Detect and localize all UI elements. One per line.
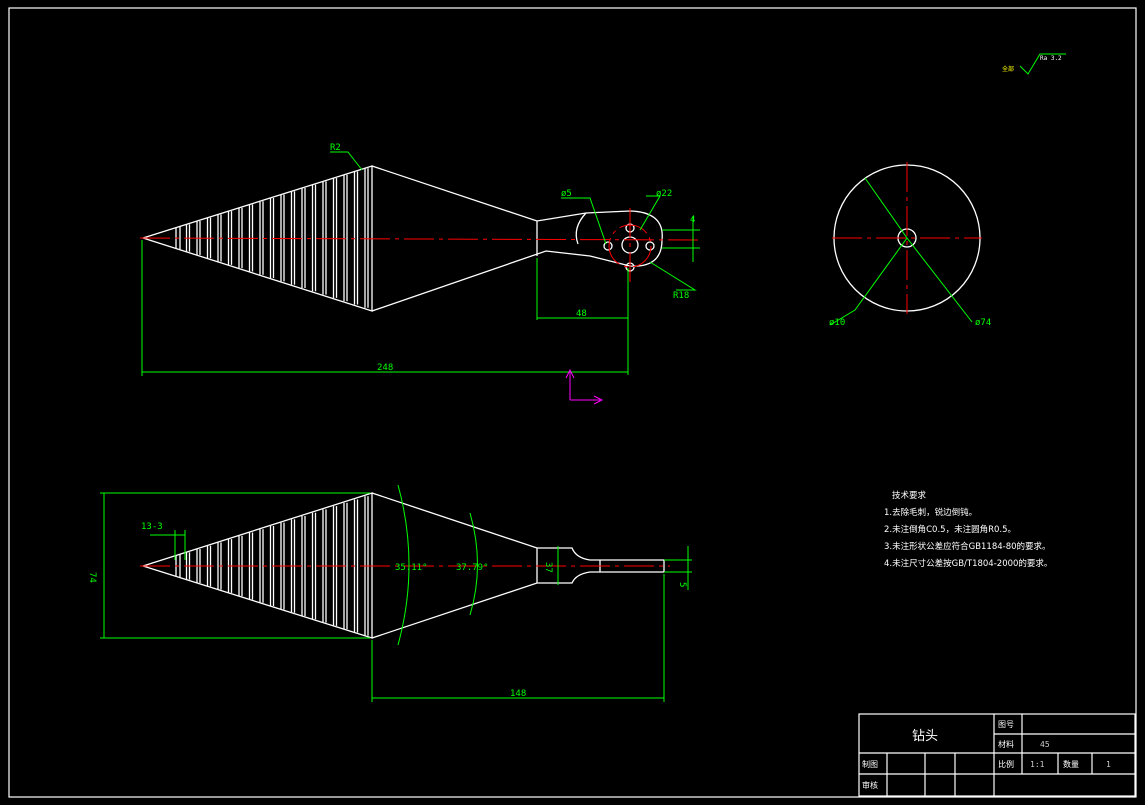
drawing-border bbox=[8, 7, 1137, 798]
part-name: 钻头 bbox=[912, 729, 938, 744]
dim-13-3: 13-3 bbox=[141, 522, 163, 532]
side-dimensions bbox=[829, 177, 973, 326]
dim-r18: R18 bbox=[673, 291, 689, 301]
dim-48: 48 bbox=[576, 309, 587, 319]
quantity-value: 1 bbox=[1106, 760, 1111, 769]
notes-title: 技术要求 bbox=[892, 491, 927, 501]
title-block-texts: 钻头 图号 材料 45 比例 1:1 数量 1 制图 审核 bbox=[862, 720, 1111, 790]
dim-37: 37 bbox=[543, 562, 553, 573]
dim-d74: ø74 bbox=[975, 318, 991, 328]
note-item: 2.未注倒角C0.5，未注圆角R0.5。 bbox=[884, 525, 1016, 535]
dim-angle1: 35.11° bbox=[395, 563, 428, 573]
dim-148: 148 bbox=[510, 689, 526, 699]
note-item: 3.未注形状公差应符合GB1184-80的要求。 bbox=[884, 542, 1051, 552]
finish-value: Ra 3.2 bbox=[1040, 55, 1062, 62]
surface-finish-symbol: 全部 Ra 3.2 bbox=[1002, 53, 1066, 75]
front-dimensions bbox=[141, 151, 700, 376]
scale-value: 1:1 bbox=[1030, 760, 1045, 769]
side-centerlines bbox=[832, 162, 982, 314]
dim-5: 5 bbox=[677, 582, 687, 587]
note-item: 1.去除毛刺，锐边倒钝。 bbox=[884, 508, 978, 518]
drawing-no-label: 图号 bbox=[998, 720, 1014, 729]
material-label: 材料 bbox=[998, 739, 1014, 749]
drawn-label: 制图 bbox=[862, 759, 878, 769]
ucs-icon bbox=[565, 368, 604, 405]
dim-r2: R2 bbox=[330, 143, 341, 153]
scale-label: 比例 bbox=[998, 759, 1014, 769]
bolt-hole-right bbox=[645, 241, 655, 251]
dim-d5: ø5 bbox=[561, 189, 572, 199]
dim-248: 248 bbox=[377, 363, 393, 373]
dim-74: 74 bbox=[87, 572, 97, 583]
quantity-label: 数量 bbox=[1063, 759, 1079, 769]
material-value: 45 bbox=[1040, 740, 1050, 749]
finish-label: 全部 bbox=[1002, 65, 1014, 73]
front-centerlines bbox=[139, 208, 701, 282]
note-item: 4.未注尺寸公差按GB/T1804-2000的要求。 bbox=[884, 559, 1053, 569]
dim-angle2: 37.79° bbox=[456, 563, 489, 573]
checked-label: 审核 bbox=[862, 780, 878, 790]
dim-4: 4 bbox=[690, 215, 695, 225]
dim-d10: ø10 bbox=[829, 318, 845, 328]
bolt-hole-left bbox=[603, 241, 613, 251]
technical-requirements: 技术要求 1.去除毛刺，锐边倒钝。 2.未注倒角C0.5，未注圆角R0.5。 3… bbox=[884, 488, 1052, 573]
front-dimension-texts: R2 ø5 ø22 R18 4 48 248 bbox=[330, 143, 695, 373]
bottom-dimensions bbox=[100, 484, 692, 702]
dim-d22: ø22 bbox=[656, 189, 672, 199]
side-dimension-texts: ø10 ø74 bbox=[829, 318, 991, 328]
title-block bbox=[858, 713, 1136, 797]
bottom-dimension-texts: 74 13-3 35.11° 37.79° 37 5 148 bbox=[87, 522, 687, 699]
shank-slot bbox=[575, 212, 587, 245]
